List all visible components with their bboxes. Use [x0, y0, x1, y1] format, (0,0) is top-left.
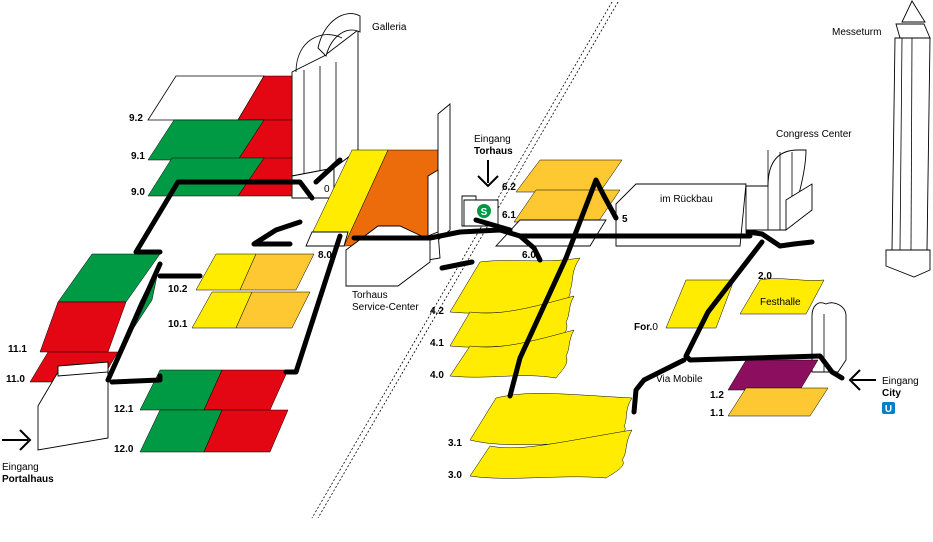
- torhaus-entrance-arrow-icon: [477, 160, 499, 188]
- torhaus-entrance-line1: Eingang: [474, 134, 511, 145]
- torhaus-service-center[interactable]: [345, 225, 431, 287]
- forum-label: For.0: [634, 322, 658, 333]
- festhalle-hall[interactable]: [739, 278, 825, 315]
- hall-3-0[interactable]: [469, 429, 633, 479]
- hall-11-1[interactable]: [39, 253, 161, 353]
- divider-line: [311, 1, 619, 519]
- hall-4-1-label: 4.1: [430, 338, 444, 349]
- city-entrance-line2: City: [882, 388, 901, 399]
- hall-11-1-label: 11.1: [8, 344, 27, 355]
- hall-10-2-label: 10.2: [168, 284, 188, 295]
- hall-9-1[interactable]: [147, 119, 293, 161]
- via-mobile-label: Via Mobile: [656, 374, 703, 385]
- s-bahn-icon: S: [477, 204, 491, 218]
- hall-1-2-label: 1.2: [710, 390, 724, 401]
- svg-text:U: U: [885, 404, 892, 415]
- hall-1-1[interactable]: [727, 387, 829, 417]
- hall-12-0-label: 12.0: [114, 444, 134, 455]
- messeturm-label: Messeturm: [832, 27, 881, 38]
- city-entrance-arrow-icon: [848, 369, 876, 391]
- torhaus-service-label-1: Torhaus: [352, 290, 388, 301]
- festhalle-label: Festhalle: [760, 297, 801, 308]
- hall-1-1-label: 1.1: [710, 408, 724, 419]
- forum-hall[interactable]: [665, 279, 735, 329]
- congress-center-label: Congress Center: [776, 129, 852, 140]
- u-bahn-icon: U: [882, 402, 895, 415]
- hall-10-1-label: 10.1: [168, 319, 188, 330]
- hall-4-0-label: 4.0: [430, 370, 444, 381]
- hall-9-2[interactable]: [147, 75, 293, 121]
- hall-9-0-label: 9.0: [131, 187, 145, 198]
- hall-6-2[interactable]: [515, 159, 623, 193]
- galleria-level-0: 0: [324, 184, 330, 195]
- hall-6-1-label: 6.1: [502, 210, 516, 221]
- hall-5-label: 5: [622, 214, 628, 225]
- hall-3-1-label: 3.1: [448, 438, 462, 449]
- hall-11-0-label: 11.0: [6, 374, 25, 385]
- hall-10-1[interactable]: [191, 291, 311, 329]
- hall-4-2-label: 4.2: [430, 306, 444, 317]
- hall-10-2[interactable]: [195, 253, 315, 291]
- hall-6-2-label: 6.2: [502, 182, 516, 193]
- im-rueckbau-label: im Rückbau: [660, 194, 713, 205]
- hall-12-1-label: 12.1: [114, 404, 134, 415]
- galleria-label: Galleria: [372, 22, 407, 33]
- messeturm-tower[interactable]: [885, 0, 931, 278]
- hall-3-0-label: 3.0: [448, 470, 462, 481]
- hall-2-0-label: 2.0: [758, 271, 772, 282]
- portalhaus-building[interactable]: [37, 361, 109, 451]
- hall-8-0-label: 8.0: [318, 250, 332, 261]
- hall-9-0[interactable]: [147, 157, 293, 197]
- hall-6-0-label: 6.0: [522, 250, 536, 261]
- congress-center-building[interactable]: [745, 149, 813, 231]
- walkway-network: [105, 157, 845, 415]
- torhaus-service-label-2: Service-Center: [352, 302, 419, 313]
- svg-text:S: S: [481, 207, 488, 218]
- portalhaus-entrance-arrow-icon: [2, 429, 32, 451]
- hall-12-0[interactable]: [139, 409, 289, 453]
- hall-9-1-label: 9.1: [131, 151, 145, 162]
- hall-1-2[interactable]: [727, 359, 819, 391]
- city-entrance-line1: Eingang: [882, 376, 919, 387]
- portalhaus-entrance-line1: Eingang: [2, 462, 39, 473]
- hall-9-2-label: 9.2: [129, 113, 143, 124]
- torhaus-entrance-line2: Torhaus: [474, 146, 513, 157]
- portalhaus-entrance-line2: Portalhaus: [2, 474, 54, 485]
